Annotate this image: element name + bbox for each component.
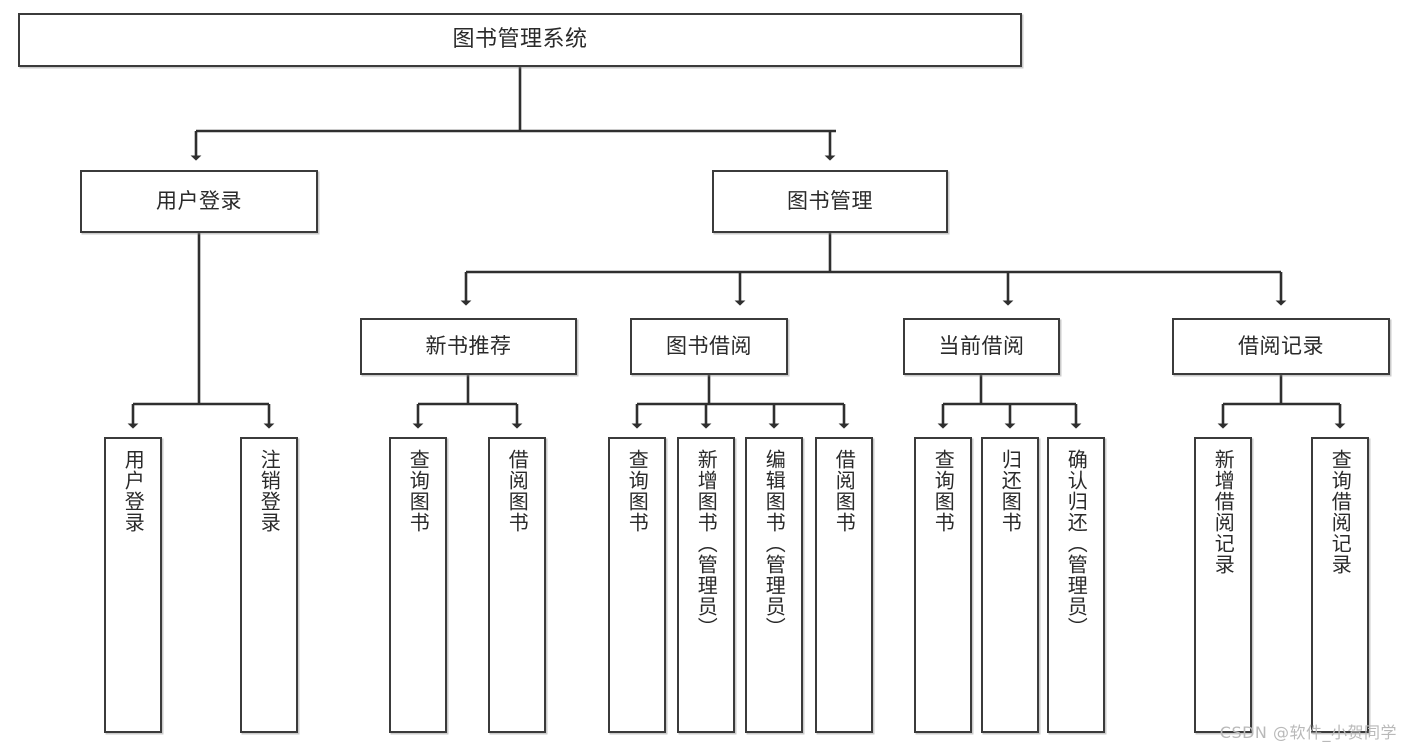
node-leaf-borrow-book-1[interactable]: 借阅图书: [488, 437, 546, 733]
node-leaf-add-record-label: 新增借阅记录: [1211, 449, 1236, 575]
node-leaf-query-book-3-label: 查询图书: [931, 449, 956, 533]
node-leaf-add-book-label: 新增图书（管理员）: [694, 449, 719, 638]
node-leaf-query-record[interactable]: 查询借阅记录: [1311, 437, 1369, 733]
node-leaf-edit-book-label: 编辑图书（管理员）: [762, 449, 787, 638]
node-leaf-query-book-3[interactable]: 查询图书: [914, 437, 972, 733]
node-leaf-query-book-2-label: 查询图书: [625, 449, 650, 533]
node-leaf-user-logout-label: 注销登录: [257, 449, 282, 533]
node-book-borrow-label: 图书借阅: [666, 334, 752, 359]
watermark: CSDN @软件_小贺同学: [1219, 723, 1397, 742]
node-leaf-add-record[interactable]: 新增借阅记录: [1194, 437, 1252, 733]
node-new-book-recommend-label: 新书推荐: [425, 334, 512, 359]
node-current-borrow[interactable]: 当前借阅: [903, 318, 1060, 375]
node-leaf-confirm-return[interactable]: 确认归还（管理员）: [1047, 437, 1105, 733]
node-book-manage-label: 图书管理: [787, 189, 873, 214]
node-current-borrow-label: 当前借阅: [938, 334, 1025, 359]
node-leaf-edit-book[interactable]: 编辑图书（管理员）: [745, 437, 803, 733]
node-leaf-query-book-1[interactable]: 查询图书: [389, 437, 447, 733]
node-leaf-return-book-label: 归还图书: [998, 449, 1023, 533]
node-leaf-query-book-2[interactable]: 查询图书: [608, 437, 666, 733]
node-user-login[interactable]: 用户登录: [80, 170, 318, 233]
node-leaf-query-record-label: 查询借阅记录: [1328, 449, 1353, 575]
node-leaf-add-book[interactable]: 新增图书（管理员）: [677, 437, 735, 733]
node-leaf-return-book[interactable]: 归还图书: [981, 437, 1039, 733]
node-root[interactable]: 图书管理系统: [18, 13, 1022, 67]
node-book-manage[interactable]: 图书管理: [712, 170, 948, 233]
node-root-label: 图书管理系统: [452, 27, 588, 53]
node-borrow-record[interactable]: 借阅记录: [1172, 318, 1390, 375]
node-book-borrow[interactable]: 图书借阅: [630, 318, 788, 375]
node-leaf-borrow-book-2-label: 借阅图书: [832, 449, 857, 533]
node-leaf-user-login-label: 用户登录: [121, 449, 146, 533]
node-leaf-query-book-1-label: 查询图书: [406, 449, 431, 533]
node-leaf-user-login[interactable]: 用户登录: [104, 437, 162, 733]
node-leaf-borrow-book-1-label: 借阅图书: [505, 449, 530, 533]
node-leaf-confirm-return-label: 确认归还（管理员）: [1064, 449, 1089, 638]
node-leaf-borrow-book-2[interactable]: 借阅图书: [815, 437, 873, 733]
node-leaf-user-logout[interactable]: 注销登录: [240, 437, 298, 733]
node-user-login-label: 用户登录: [156, 189, 242, 214]
node-borrow-record-label: 借阅记录: [1238, 334, 1324, 359]
node-new-book-recommend[interactable]: 新书推荐: [360, 318, 577, 375]
